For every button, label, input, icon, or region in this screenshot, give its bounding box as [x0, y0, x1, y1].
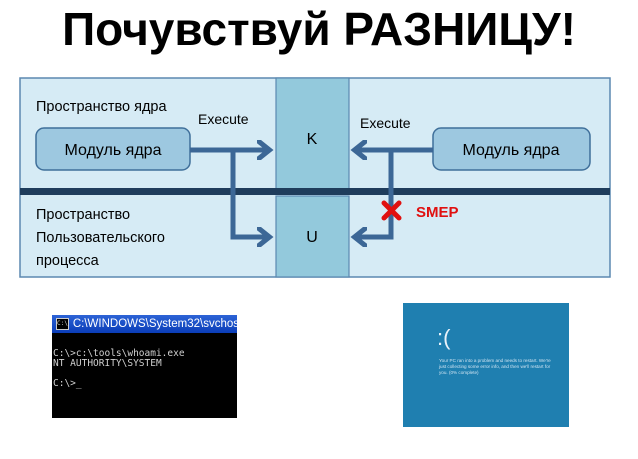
arrow-right-to-u — [356, 150, 394, 237]
user-space-label-3: процесса — [36, 253, 100, 269]
kernel-space-label: Пространство ядра — [36, 99, 167, 115]
user-space-label-1: Пространство — [36, 207, 130, 223]
k-region — [275, 77, 350, 191]
bsod-message: Your PC ran into a problem and needs to … — [439, 358, 551, 375]
bsod-screenshot: :( Your PC ran into a problem and needs … — [403, 303, 569, 427]
cmd-line: C:\>_ — [53, 378, 82, 389]
kernel-user-boundary — [20, 188, 610, 195]
sad-face: :( — [437, 325, 451, 350]
kernel-module-right-label: Модуль ядра — [463, 142, 560, 159]
cmd-title-bar: C:\ C:\WINDOWS\System32\svchost.exe — [52, 315, 237, 333]
execute-left-label: Execute — [198, 111, 249, 127]
blocked-x-icon — [381, 200, 402, 221]
smep-label: SMEP — [416, 204, 459, 221]
u-region — [275, 195, 350, 278]
cmd-icon: C:\ — [56, 318, 69, 330]
cmd-line: NT AUTHORITY\SYSTEM — [53, 358, 162, 369]
user-space-label-2: Пользовательского — [36, 230, 165, 246]
cmd-window: C:\ C:\WINDOWS\System32\svchost.exe C:\>… — [52, 315, 237, 418]
u-label: U — [306, 229, 318, 246]
slide-title: Почувствуй РАЗНИЦУ! — [62, 3, 576, 55]
arrows — [190, 150, 433, 237]
cmd-title: C:\WINDOWS\System32\svchost.exe — [72, 318, 237, 330]
execute-right-label: Execute — [360, 115, 411, 131]
kernel-module-left-label: Модуль ядра — [65, 142, 162, 159]
cmd-line: C:\>c:\tools\whoami.exe — [53, 348, 185, 359]
k-label: K — [307, 131, 318, 148]
arrow-left-to-u — [230, 150, 268, 237]
